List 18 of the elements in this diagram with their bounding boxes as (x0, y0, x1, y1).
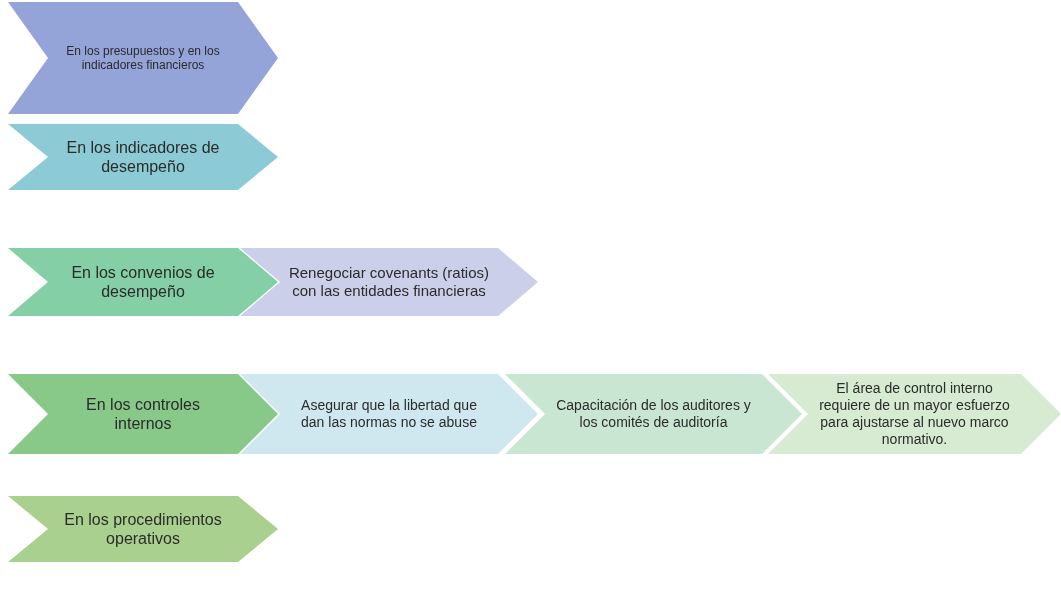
chevron-step (8, 248, 278, 316)
chevron-step (240, 248, 538, 316)
step-text: El área de control interno requiere de un mayor esfuerzo para ajustarse al nuevo marco normativo. (818, 380, 1011, 448)
step-text: Renegociar covenants (ratios) con las entidades financieras (288, 264, 490, 300)
chevron-step (8, 496, 278, 562)
step-text: En los presupuestos y en los indicadores financieros (65, 43, 221, 73)
step-text: En los controles internos (85, 394, 201, 434)
step-text: En los procedimientos operativos (63, 509, 223, 549)
step-text: En los indicadores de desempeño (65, 137, 221, 177)
step-text: En los convenios de desempeño (70, 262, 216, 302)
chevron-step (8, 374, 278, 454)
chevron-step (8, 124, 278, 190)
chevron-step (8, 2, 278, 114)
chevron-step (505, 374, 802, 454)
step-text: Capacitación de los auditores y los comités de auditoría (555, 397, 752, 431)
step-text: Asegurar que la libertad que dan las normas no se abuse (300, 397, 478, 431)
chevron-step (768, 374, 1061, 454)
chevron-step (240, 374, 538, 454)
